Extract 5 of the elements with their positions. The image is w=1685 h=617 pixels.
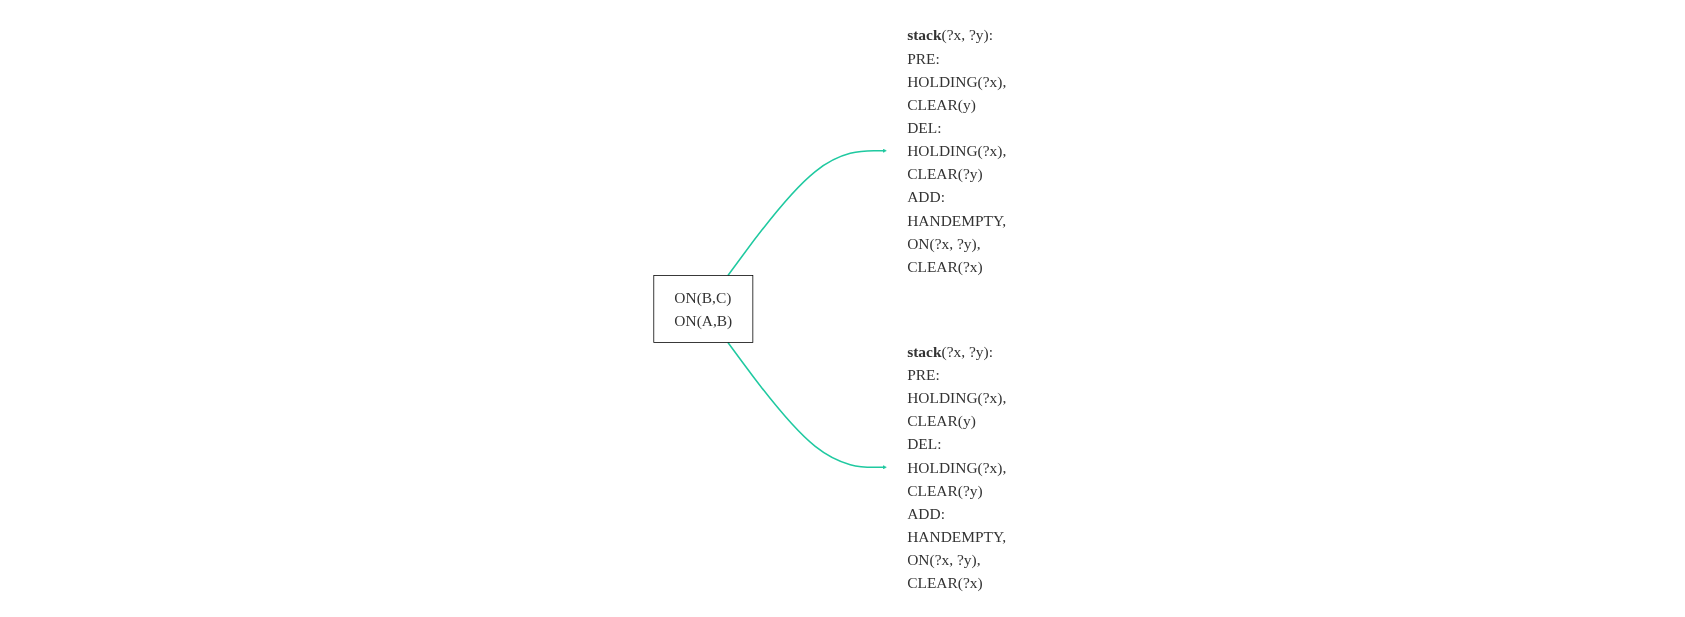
arrow (727, 148, 888, 276)
node-text: stack(?x, ?y): PRE: HOLDING(?x), CLEAR(y) DEL: HOLDING(?x), CLEAR(?y) ADD: HANDEMPTY, ON(?x, ?y), CLEAR(?x) (907, 342, 1007, 591)
arrow (727, 341, 888, 469)
node-box: ON(B,C) ON(A,B) (653, 274, 754, 343)
node-text: stack(?x, ?y): PRE: HOLDING(?x), CLEAR(y) DEL: HOLDING(?x), CLEAR(?y) ADD: HANDEMPTY, ON(?x, ?y), CLEAR(?x) (907, 26, 1007, 275)
